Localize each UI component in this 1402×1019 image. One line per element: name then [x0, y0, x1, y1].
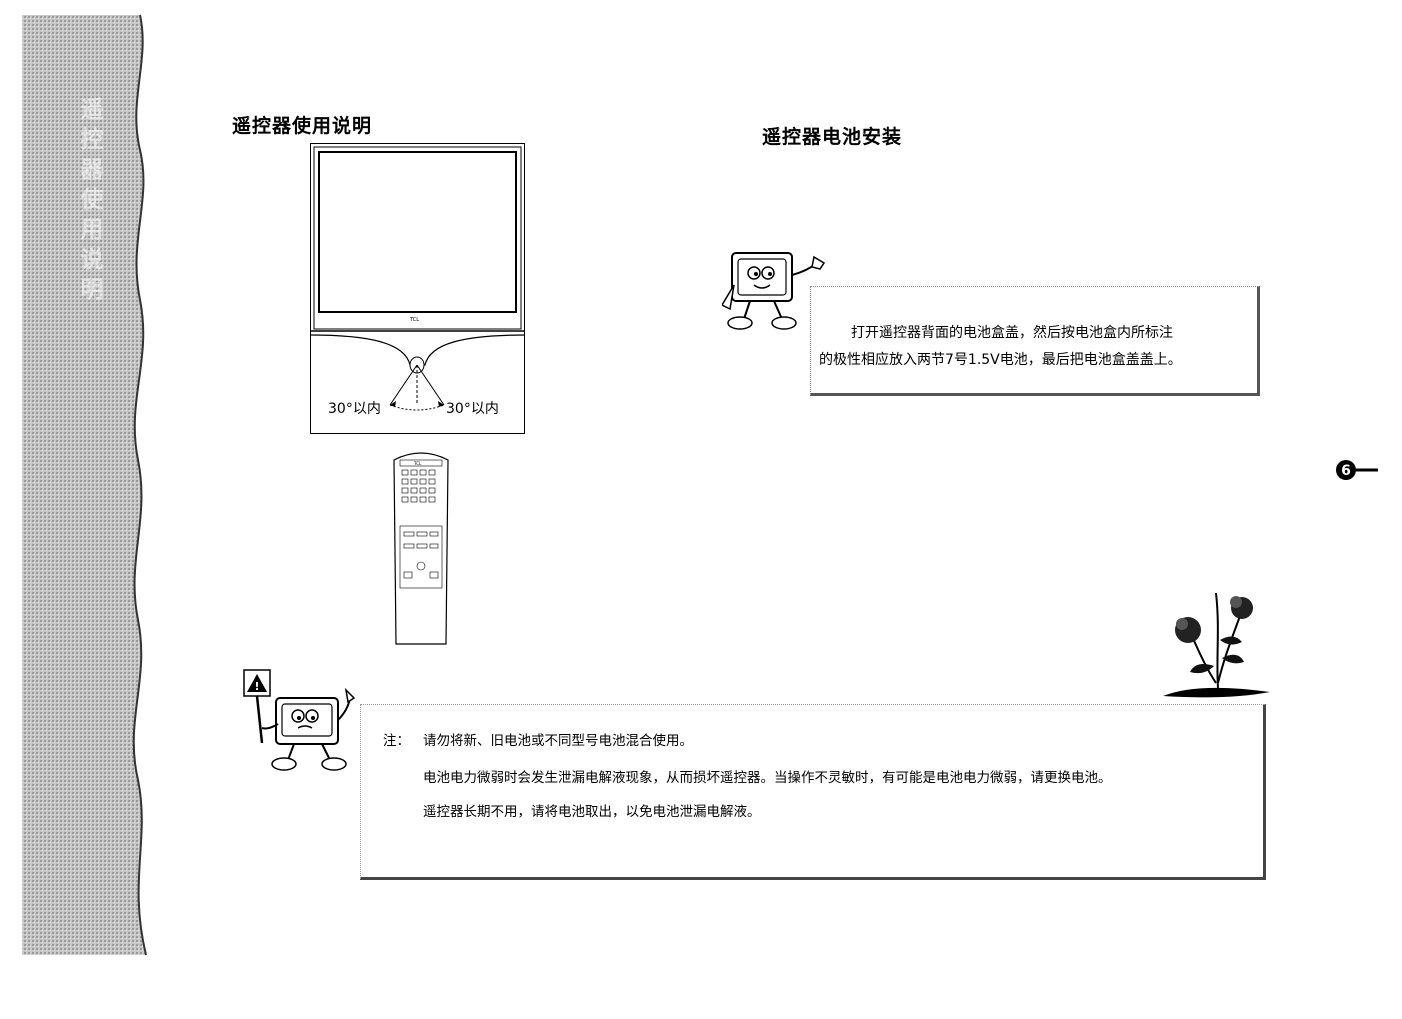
decorative-side-strip [22, 14, 147, 956]
remote-brand-label: TCL [413, 461, 422, 466]
tv-mascot-warning: ! [243, 669, 356, 771]
svg-text:!: ! [254, 680, 259, 693]
usage-section-title: 遥控器使用说明 [232, 115, 373, 137]
tv-receiver-diagram: TCL [310, 143, 525, 434]
page-number-marker: 6 [1336, 460, 1378, 480]
note-line-1: 请勿将新、旧电池或不同型号电池混合使用。 [423, 733, 693, 749]
page-number: 6 [1341, 463, 1351, 479]
note-label: 注： [383, 733, 410, 749]
tv-brand-label: TCL [409, 317, 419, 323]
remote-control-illustration: TCL [393, 452, 449, 645]
battery-instruction-line-1: 打开遥控器背面的电池盒盖，然后按电池盒内所标注 [851, 325, 1173, 341]
note-line-3: 遥控器长期不用，请将电池取出，以免电池泄漏电解液。 [423, 804, 761, 820]
battery-instruction-box: 打开遥控器背面的电池盒盖，然后按电池盒内所标注 的极性相应放入两节7号1.5V电… [810, 286, 1260, 396]
sidebar-vertical-title: 遥控器使用说明 [80, 97, 104, 303]
flower-decoration [1163, 592, 1270, 698]
battery-instruction-line-2: 的极性相应放入两节7号1.5V电池，最后把电池盒盖盖上。 [819, 352, 1182, 368]
tv-mascot-pointing [722, 252, 826, 330]
angle-limit-right: 30°以内 [446, 401, 499, 417]
caution-note-box: 注： 请勿将新、旧电池或不同型号电池混合使用。 电池电力微弱时会发生泄漏电解液现… [360, 704, 1266, 880]
angle-limit-left: 30°以内 [328, 401, 381, 417]
battery-section-title: 遥控器电池安装 [762, 126, 903, 148]
note-line-2: 电池电力微弱时会发生泄漏电解液现象，从而损坏遥控器。当操作不灵敏时，有可能是电池… [423, 770, 1112, 786]
